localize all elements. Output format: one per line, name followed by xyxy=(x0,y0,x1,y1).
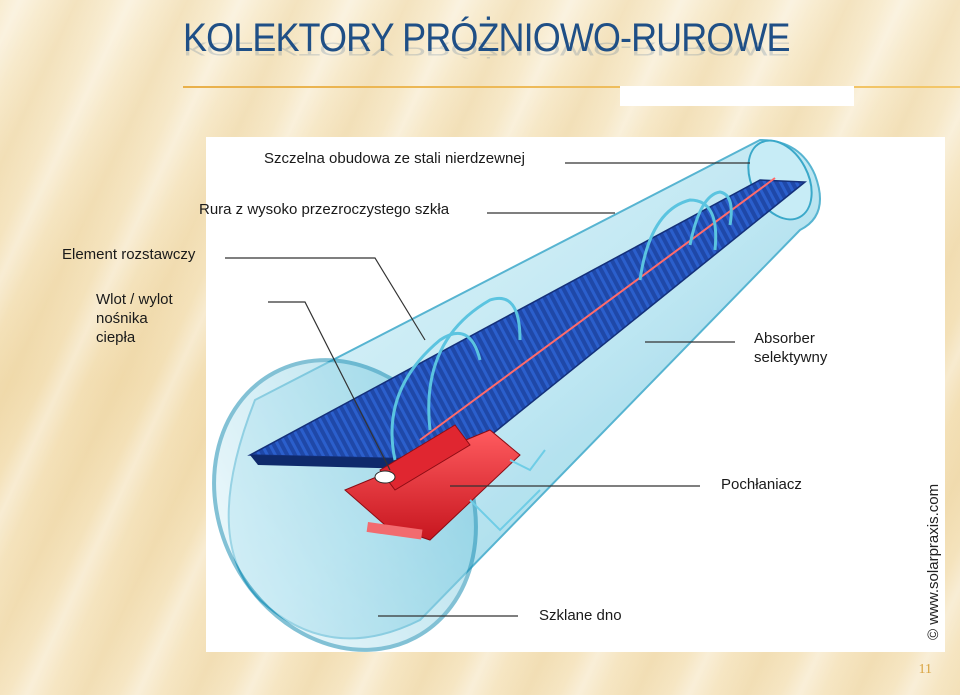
label-glass-tube: Rura z wysoko przezroczystego szkła xyxy=(199,201,450,218)
label-glass-bottom: Szklane dno xyxy=(539,607,622,624)
label-absorber-1: Absorber xyxy=(754,330,815,347)
watermark-text: © www.solarpraxis.com xyxy=(925,484,942,640)
label-inlet-outlet-2: nośnika xyxy=(96,310,148,327)
white-block xyxy=(620,86,854,106)
spacer-rings xyxy=(390,190,733,461)
label-heat-absorber: Pochłaniacz xyxy=(721,476,802,493)
label-expansion-element: Element rozstawczy xyxy=(62,246,196,263)
label-inlet-outlet-1: Wlot / wylot xyxy=(96,291,173,308)
support-struts xyxy=(469,449,546,532)
leader-lines xyxy=(225,162,750,617)
label-absorber-2: selektywny xyxy=(754,349,828,366)
title-underline xyxy=(183,86,960,88)
watermark-logo: © www.solarpraxis.com xyxy=(925,484,942,640)
slide-title: KOLEKTORY PRÓŻNIOWO-RUROWE xyxy=(183,16,791,60)
label-inlet-outlet-3: ciepła xyxy=(96,329,136,346)
page-number: 11 xyxy=(918,662,932,677)
label-housing: Szczelna obudowa ze stali nierdzewnej xyxy=(264,150,525,167)
